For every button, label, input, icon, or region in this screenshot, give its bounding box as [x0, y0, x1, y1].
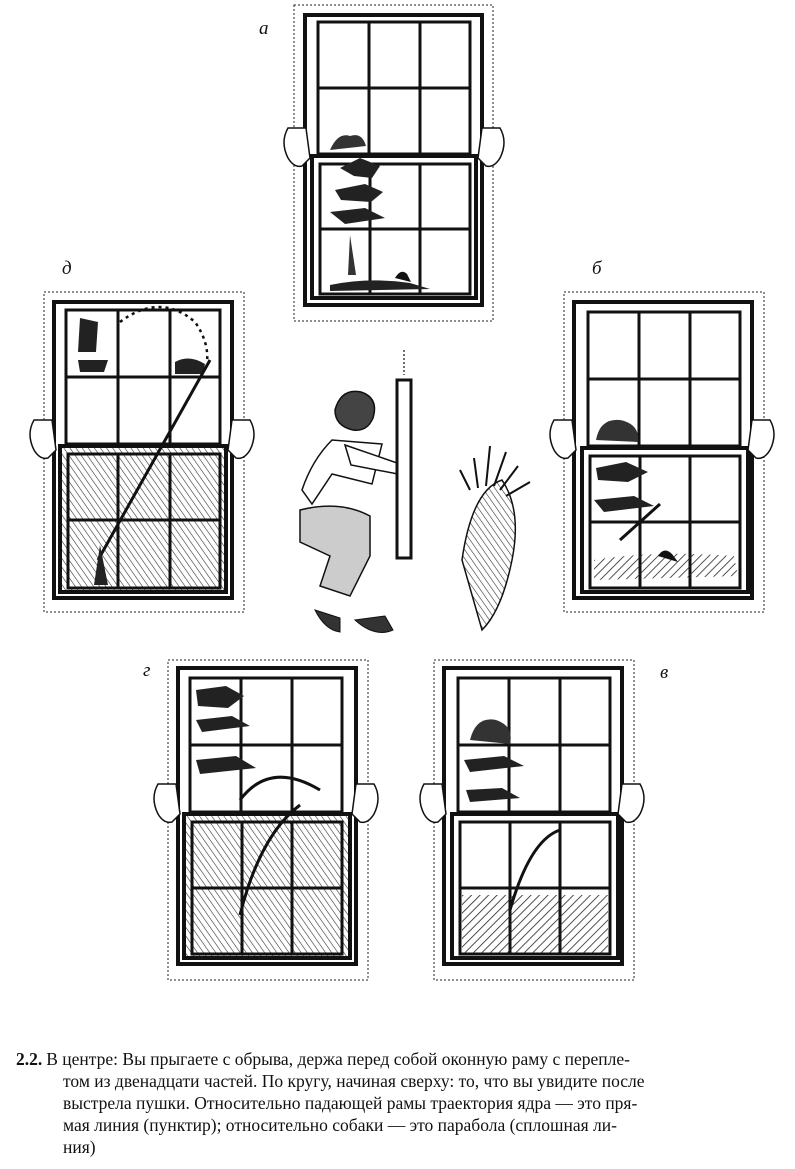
caption-line-1: В центре: Вы прыгаете с обрыва, держа пе… [46, 1049, 630, 1069]
figure-caption: 2.2.В центре: Вы прыгаете с обрыва, держ… [16, 1048, 786, 1158]
jumping-person-figure [299, 350, 413, 633]
caption-number: 2.2. [16, 1049, 43, 1069]
window-panel-b [549, 291, 775, 613]
window-panel-d [29, 291, 255, 613]
panel-label-v: в [660, 662, 669, 683]
cliff-grass-figure [459, 445, 531, 632]
panel-label-g: г [143, 660, 151, 681]
caption-line-2: том из двенадцати частей. По кругу, начи… [63, 1071, 645, 1091]
window-panel-v [419, 659, 645, 981]
figure-illustration [29, 4, 775, 981]
window-panel-g [153, 659, 379, 981]
panel-label-a: а [259, 18, 269, 39]
caption-line-5: ния) [63, 1137, 96, 1157]
caption-line-4: мая линия (пунктир); относительно собаки… [63, 1115, 617, 1135]
caption-line-3: выстрела пушки. Относительно падающей ра… [63, 1093, 638, 1113]
panel-label-b: б [592, 258, 602, 279]
panel-label-d: д [62, 258, 72, 279]
window-panel-a [283, 4, 505, 322]
